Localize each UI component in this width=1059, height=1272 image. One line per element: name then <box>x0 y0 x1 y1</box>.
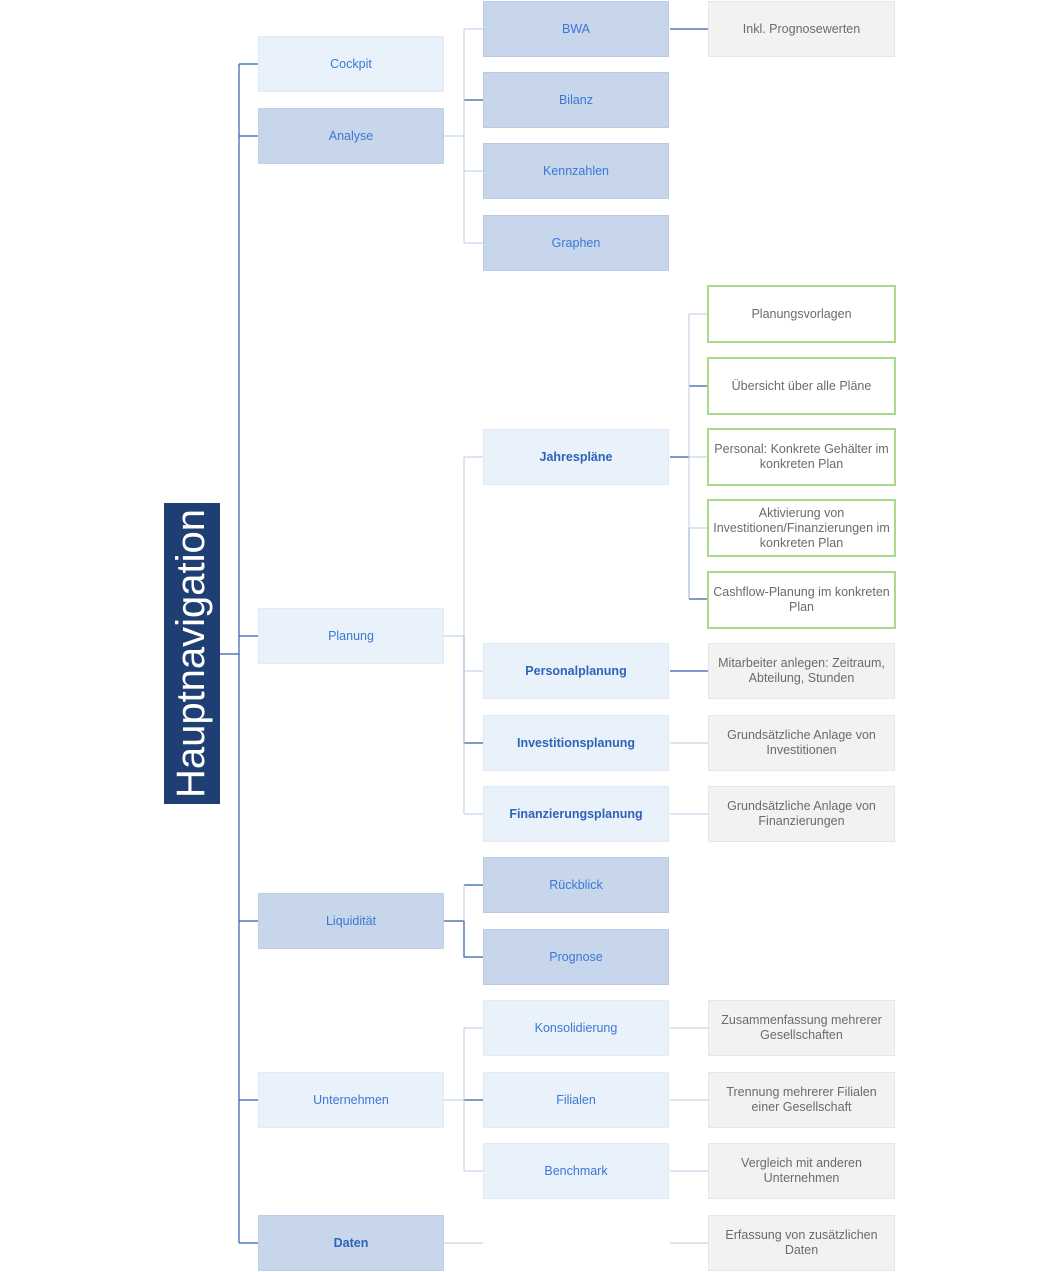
subnav-item-bwa[interactable]: BWA <box>483 1 669 57</box>
nav-item-liquiditaet[interactable]: Liquidität <box>258 893 444 949</box>
subnav-item-jahresplaene[interactable]: Jahrespläne <box>483 429 669 485</box>
subnav-item-personalplanung[interactable]: Personalplanung <box>483 643 669 699</box>
nav-item-planung[interactable]: Planung <box>258 608 444 664</box>
root-node-hauptnavigation: Hauptnavigation <box>164 503 220 804</box>
detail-anlage-finanzierungen: Grundsätzliche Anlage von Finanzierungen <box>708 786 895 842</box>
detail-personal-gehaelter: Personal: Konkrete Gehälter im konkreten… <box>707 428 896 486</box>
subnav-item-filialen[interactable]: Filialen <box>483 1072 669 1128</box>
detail-uebersicht-plaene: Übersicht über alle Pläne <box>707 357 896 415</box>
nav-item-unternehmen[interactable]: Unternehmen <box>258 1072 444 1128</box>
subnav-item-finanzierungsplanung[interactable]: Finanzierungsplanung <box>483 786 669 842</box>
root-label: Hauptnavigation <box>169 508 214 799</box>
nav-item-daten[interactable]: Daten <box>258 1215 444 1271</box>
detail-anlage-investitionen: Grundsätzliche Anlage von Investitionen <box>708 715 895 771</box>
detail-bwa: Inkl. Prognosewerten <box>708 1 895 57</box>
subnav-item-konsolidierung[interactable]: Konsolidierung <box>483 1000 669 1056</box>
nav-item-cockpit[interactable]: Cockpit <box>258 36 444 92</box>
detail-aktivierung-investitionen: Aktivierung von Investitionen/Finanzieru… <box>707 499 896 557</box>
subnav-item-graphen[interactable]: Graphen <box>483 215 669 271</box>
detail-mitarbeiter-anlegen: Mitarbeiter anlegen: Zeitraum, Abteilung… <box>708 643 895 699</box>
nav-item-analyse[interactable]: Analyse <box>258 108 444 164</box>
detail-zusammenfassung-gesellschaften: Zusammenfassung mehrerer Gesellschaften <box>708 1000 895 1056</box>
detail-zusaetzliche-daten: Erfassung von zusätzlichen Daten <box>708 1215 895 1271</box>
subnav-item-benchmark[interactable]: Benchmark <box>483 1143 669 1199</box>
detail-planungsvorlagen: Planungsvorlagen <box>707 285 896 343</box>
subnav-item-investitionsplanung[interactable]: Investitionsplanung <box>483 715 669 771</box>
subnav-item-rueckblick[interactable]: Rückblick <box>483 857 669 913</box>
detail-vergleich-unternehmen: Vergleich mit anderen Unternehmen <box>708 1143 895 1199</box>
detail-trennung-filialen: Trennung mehrerer Filialen einer Gesells… <box>708 1072 895 1128</box>
subnav-item-prognose[interactable]: Prognose <box>483 929 669 985</box>
subnav-item-kennzahlen[interactable]: Kennzahlen <box>483 143 669 199</box>
detail-cashflow-planung: Cashflow-Planung im konkreten Plan <box>707 571 896 629</box>
subnav-item-bilanz[interactable]: Bilanz <box>483 72 669 128</box>
